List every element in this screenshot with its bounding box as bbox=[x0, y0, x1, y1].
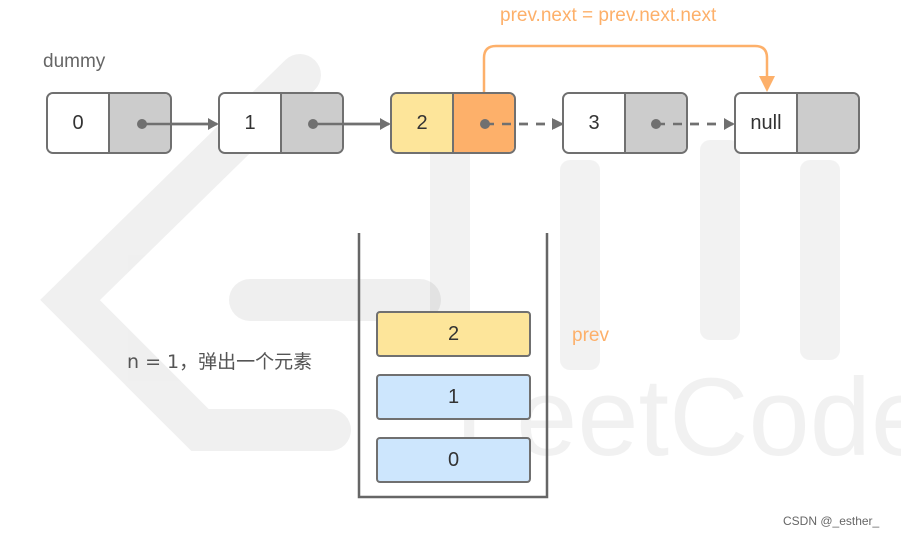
node-value: 2 bbox=[392, 94, 454, 152]
list-node-1: 1 bbox=[218, 92, 344, 154]
node-value: null bbox=[736, 94, 798, 152]
node-value: 3 bbox=[564, 94, 626, 152]
skip-arrow-2-to-null bbox=[482, 44, 775, 92]
step-note: n = 1，弹出一个元素 bbox=[127, 351, 313, 373]
node-value: 0 bbox=[48, 94, 110, 152]
list-node-2-highlighted: 2 bbox=[390, 92, 516, 154]
leetcode-logo-watermark bbox=[40, 54, 441, 451]
node-pointer bbox=[798, 94, 858, 152]
prev-label: prev bbox=[572, 325, 609, 346]
stack-item-top: 2 bbox=[376, 311, 531, 357]
list-node-3: 3 bbox=[562, 92, 688, 154]
dummy-label: dummy bbox=[43, 51, 106, 72]
credit-watermark: CSDN @_esther_ bbox=[783, 514, 880, 528]
stack-container bbox=[357, 233, 549, 499]
top-caption: prev.next = prev.next.next bbox=[500, 5, 717, 26]
node-pointer bbox=[282, 94, 342, 152]
list-node-0: 0 bbox=[46, 92, 172, 154]
list-node-null: null bbox=[734, 92, 860, 154]
watermark-glyphs bbox=[430, 110, 840, 370]
node-pointer bbox=[454, 94, 514, 152]
node-pointer bbox=[110, 94, 170, 152]
stack-item-bottom: 0 bbox=[376, 437, 531, 483]
node-pointer bbox=[626, 94, 686, 152]
node-value: 1 bbox=[220, 94, 282, 152]
stack-item-middle: 1 bbox=[376, 374, 531, 420]
